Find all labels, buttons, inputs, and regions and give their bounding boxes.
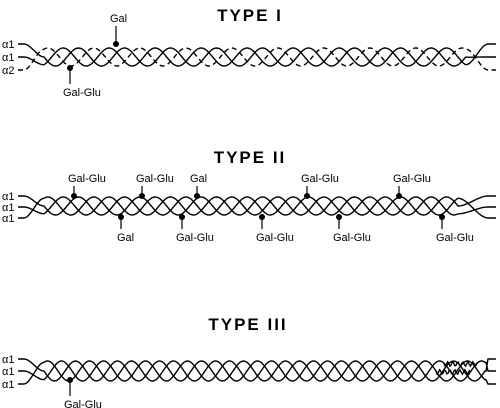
chain-strand (18, 358, 496, 382)
chain-label: α2 (2, 65, 14, 77)
sugar-label: Gal (117, 232, 134, 244)
wavy-segment (435, 368, 471, 376)
glycosylation-marker: Gal-Glu (436, 214, 474, 244)
marker-dot (396, 193, 402, 199)
sugar-label: Gal-Glu (64, 399, 102, 408)
marker-dot (67, 377, 73, 383)
marker-dot (118, 214, 124, 220)
glycosylation-marker: Gal-Glu (63, 65, 101, 99)
wavy-segment (443, 360, 479, 368)
chain-strand (18, 47, 496, 71)
chain-strand (18, 43, 496, 67)
sugar-label: Gal-Glu (63, 87, 101, 99)
type-3-title: TYPE III (208, 315, 287, 334)
chain-strand (18, 196, 496, 219)
glycosylation-marker: Gal-Glu (68, 173, 106, 199)
marker-dot (194, 193, 200, 199)
glycosylation-marker: Gal-Glu (256, 214, 294, 244)
type-2-title: TYPE II (214, 148, 287, 167)
chain-label: α1 (2, 354, 14, 366)
chain-strand (18, 360, 496, 382)
sugar-label: Gal (110, 13, 127, 25)
glycosylation-marker: Gal-Glu (176, 214, 214, 244)
marker-dot (179, 214, 185, 220)
sugar-label: Gal-Glu (176, 232, 214, 244)
marker-dot (113, 41, 119, 47)
chain-label: α1 (2, 366, 14, 378)
glycosylation-marker: Gal-Glu (64, 377, 102, 408)
glycosylation-marker: Gal (117, 214, 134, 244)
sugar-label: Gal-Glu (333, 232, 371, 244)
marker-dot (139, 193, 145, 199)
glycosylation-marker: Gal-Glu (301, 173, 339, 199)
glycosylation-marker: Gal-Glu (136, 173, 174, 199)
glycosylation-marker: Gal-Glu (393, 173, 431, 199)
chain-label: α1 (2, 213, 14, 225)
type-1-title: TYPE I (217, 6, 283, 25)
sugar-label: Gal-Glu (68, 173, 106, 185)
glycosylation-marker: Gal (190, 173, 207, 199)
sugar-label: Gal-Glu (393, 173, 431, 185)
sugar-label: Gal-Glu (136, 173, 174, 185)
sugar-label: Gal-Glu (301, 173, 339, 185)
chain-label: α1 (2, 39, 14, 51)
marker-dot (304, 193, 310, 199)
chain-strand (18, 47, 496, 67)
sugar-label: Gal-Glu (256, 232, 294, 244)
chain-label: α1 (2, 379, 14, 391)
chain-strand (18, 196, 496, 216)
glycosylation-marker: Gal-Glu (333, 214, 371, 244)
chain-label: α1 (2, 52, 14, 64)
sugar-label: Gal-Glu (436, 232, 474, 244)
glycosylation-marker: Gal (110, 13, 127, 47)
marker-dot (71, 193, 77, 199)
marker-dot (67, 65, 73, 71)
chain-label: α1 (2, 191, 14, 203)
chain-strand (18, 360, 496, 385)
marker-dot (439, 214, 445, 220)
marker-dot (336, 214, 342, 220)
chain-label: α1 (2, 202, 14, 214)
nonhelical-tail (435, 360, 479, 376)
marker-dot (259, 214, 265, 220)
sugar-label: Gal (190, 173, 207, 185)
